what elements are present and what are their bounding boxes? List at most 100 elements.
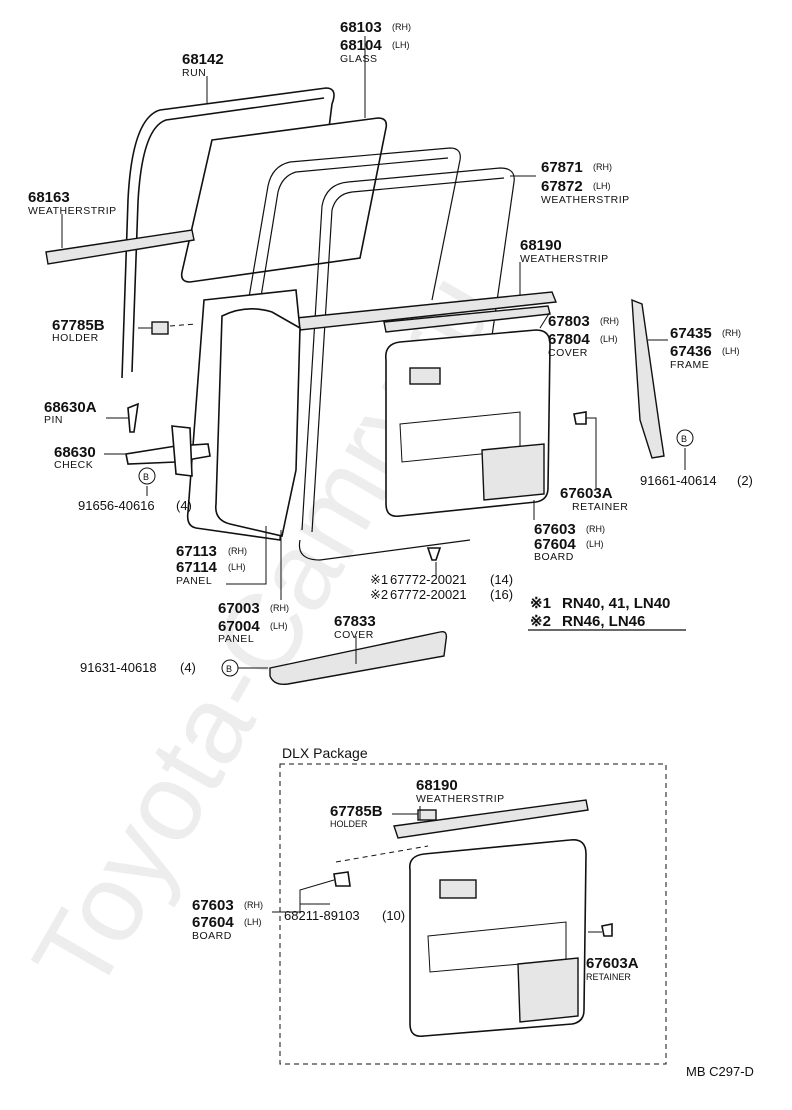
board-tag-lh: (LH) [586,539,604,549]
board-part-number-lh: 67604 [534,536,576,553]
bolt-b-marker-letter: B [681,434,687,444]
bolt-c-part-number: 91631-40618 [80,660,157,675]
ws-belt-description: WEATHERSTRIP [520,253,609,265]
ws-door-part-number-lh: 67872 [541,178,583,195]
check-part-number: 68630 [54,444,96,461]
panel-outer-part-number-rh: 67003 [218,600,260,617]
leader-holder-dash [169,323,197,327]
cover-step-description: COVER [334,629,374,641]
label-check: 68630 CHECK [54,444,96,471]
pin-part-number: 68630A [44,399,97,416]
label-panel-outer: 67003 (RH) 67004 (LH) PANEL [218,600,289,645]
glass-shape [180,117,388,283]
label-bolt-a: B 91656-40616 (4) [78,467,192,513]
cover-step-part-number: 67833 [334,613,376,630]
note1-text: RN40, 41, LN40 [562,595,670,612]
ws-belt-part-number: 68190 [520,237,562,254]
dlx-clip-quantity: (10) [382,908,405,923]
cover-top-shape [383,305,551,333]
cover-top-part-number-lh: 67804 [548,331,590,348]
run-description: RUN [182,67,206,79]
clip-shape [426,547,442,561]
label-cover-top: 67803 (RH) 67804 (LH) COVER [548,313,619,359]
panel-outer-part-number-lh: 67004 [218,618,260,635]
glass-description: GLASS [340,53,378,65]
dlx-holder-description: HOLDER [330,819,368,829]
dlx-holder-part-number: 67785B [330,803,383,820]
label-board: 67603 (RH) 67604 (LH) BOARD [534,521,605,563]
ws-front-part-number: 68163 [28,189,70,206]
label-cover-step: 67833 COVER [334,613,376,641]
dlx-board-description: BOARD [192,930,232,942]
dlx-weatherstrip-shape [393,799,589,839]
dlx-clip-shape [333,871,351,887]
clip1-quantity: (14) [490,572,513,587]
clip1-note-mark: ※1 [370,572,388,587]
label-ws-front: 68163 WEATHERSTRIP [28,189,116,217]
board-tag-rh: (RH) [586,524,605,534]
glass-tag-lh: (LH) [392,40,410,50]
ws-door-tag-lh: (LH) [593,181,611,191]
board-part-number-rh: 67603 [534,521,576,538]
note1-mark: ※1 [530,595,551,612]
clip2-part-number: 67772-20021 [390,587,467,602]
bolt-a-marker-letter: B [143,472,149,482]
dlx-ws-description: WEATHERSTRIP [416,793,505,805]
panel-inner-tag-lh: (LH) [228,562,246,572]
frame-shape [631,298,665,459]
frame-part-number-lh: 67436 [670,343,712,360]
panel-outer-tag-lh: (LH) [270,621,288,631]
frame-part-number-rh: 67435 [670,325,712,342]
board-window-shape [409,367,441,385]
glass-part-number-rh: 68103 [340,19,382,36]
cover-top-part-number-rh: 67803 [548,313,590,330]
dlx-board-tag-lh: (LH) [244,917,262,927]
bolt-c-marker-letter: B [226,664,232,674]
board-pocket-shape [481,443,545,501]
cover-top-tag-lh: (LH) [600,334,618,344]
holder-part-number: 67785B [52,317,105,334]
glass-tag-rh: (RH) [392,22,411,32]
step-cover-shape [269,630,448,686]
dlx-retainer-shape [601,923,613,937]
retainer-description: RETAINER [572,501,628,513]
dlx-package-section: DLX Package 68190 WEATHERSTRIP 67785B HO… [192,745,667,1065]
leader-lines [61,36,686,669]
leader-retainer [586,417,597,488]
bolt-c-quantity: (4) [180,660,196,675]
holder-description: HOLDER [52,332,99,344]
bolt-c-marker-icon [221,659,239,677]
retainer-part-number: 67603A [560,485,613,502]
holder-shape [151,321,169,335]
panel-inner-tag-rh: (RH) [228,546,247,556]
label-retainer: 67603A RETAINER [560,485,628,513]
door-inner-panel-shape [214,308,301,537]
bolt-a-part-number: 91656-40616 [78,498,155,513]
note2-mark: ※2 [530,613,551,630]
bolt-a-marker-icon [138,467,156,485]
dlx-board-window-shape [439,879,477,899]
label-clip-list: ※1 67772-20021 (14) ※2 67772-20021 (16) [370,572,513,602]
board-description: BOARD [534,551,574,563]
label-ws-belt: 68190 WEATHERSTRIP [520,237,609,265]
leader-cover-top [539,311,551,329]
dlx-board-part-number-lh: 67604 [192,914,234,931]
dlx-board-pocket-shape [517,957,579,1023]
cover-top-tag-rh: (RH) [600,316,619,326]
label-frame: 67435 (RH) 67436 (LH) FRAME [670,325,741,371]
clip2-quantity: (16) [490,587,513,602]
run-part-number: 68142 [182,51,224,68]
door-parts-drawing [45,87,665,686]
panel-inner-description: PANEL [176,575,212,587]
dlx-dashed-border [279,763,667,1065]
clip2-note-mark: ※2 [370,587,388,602]
dlx-board-part-number-rh: 67603 [192,897,234,914]
dlx-clip-part-number: 68211-89103 [284,908,360,923]
label-run: 68142 RUN [182,51,224,79]
bolt-a-quantity: (4) [176,498,192,513]
label-bolt-b: B 91661-40614 (2) [640,429,753,488]
dlx-retainer-part-number: 67603A [586,955,639,972]
leader-panel-inner [226,526,267,585]
dlx-leader-board [272,879,335,913]
